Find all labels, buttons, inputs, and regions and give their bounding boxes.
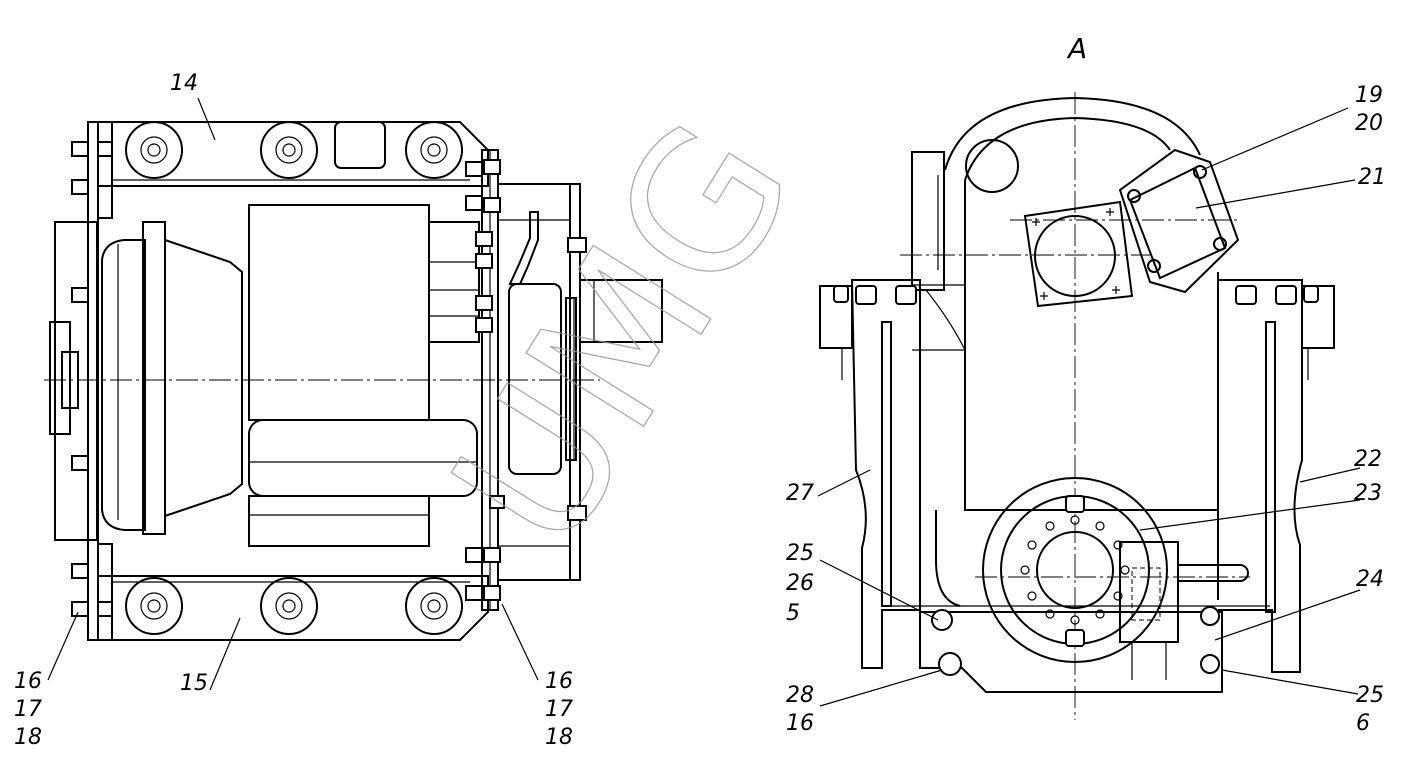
- label-14: 14: [170, 71, 198, 96]
- label-26: 26: [786, 571, 814, 596]
- label-6: 6: [1356, 711, 1370, 736]
- label-16-right: 16: [545, 669, 573, 694]
- label-5: 5: [786, 601, 800, 626]
- label-16-left: 16: [14, 669, 42, 694]
- label-27: 27: [786, 481, 814, 506]
- label-24: 24: [1356, 567, 1384, 592]
- label-16-bottom: 16: [786, 711, 814, 736]
- label-15: 15: [180, 671, 208, 696]
- leader-lines: [47, 97, 1361, 707]
- label-25-right: 25: [1356, 683, 1384, 708]
- label-21: 21: [1358, 165, 1386, 190]
- label-18-right: 18: [545, 725, 573, 750]
- label-19: 19: [1355, 83, 1383, 108]
- front-view-a: [819, 92, 1335, 720]
- label-22: 22: [1354, 447, 1382, 472]
- label-28: 28: [786, 683, 814, 708]
- label-25-left: 25: [786, 541, 814, 566]
- side-view: [44, 121, 663, 641]
- view-title: A: [1066, 32, 1087, 65]
- label-17-right: 17: [545, 697, 573, 722]
- label-18-left: 18: [14, 725, 42, 750]
- watermark: UMG: [411, 85, 837, 584]
- label-17-left: 17: [14, 697, 42, 722]
- label-23: 23: [1354, 481, 1382, 506]
- label-20: 20: [1355, 111, 1383, 136]
- labels: A 14 15 16 17 18 16 17 18 19 20 21 22 23…: [14, 32, 1386, 750]
